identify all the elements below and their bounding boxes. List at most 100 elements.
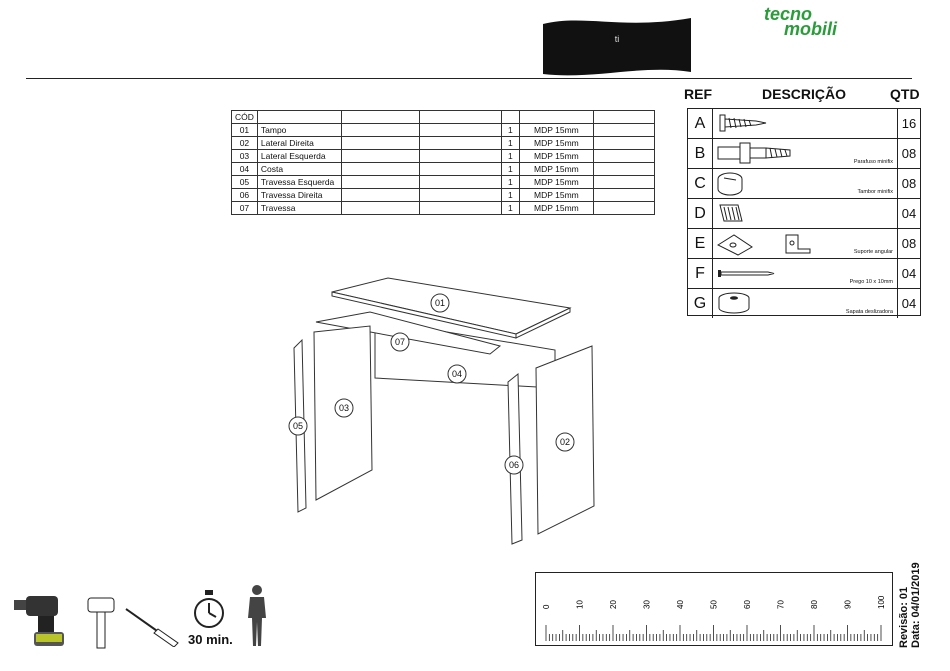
hammer-icon [87,597,115,649]
part-qty: 1 [500,201,520,215]
description-header: DESCRIÇÃO [762,86,847,102]
nail-icon [718,270,775,277]
table-row: 06 Travessa Direita 1 MDP 15mm [231,188,655,202]
dowel-icon [719,204,743,222]
part-code: 06 [231,188,258,202]
hardware-row: C Tambor minifix 08 [688,169,920,199]
ruler-label: 80 [810,600,819,609]
hardware-ref: F [688,259,713,288]
exploded-desk-diagram [293,277,595,545]
hardware-ref: A [688,109,713,138]
part-material: MDP 15mm [518,175,594,189]
part-material: MDP 15mm [518,123,594,137]
hardware-name: Tambor minifix [857,189,893,195]
part-name: Travessa Direita [256,188,342,202]
table-row: 02 Lateral Direita 1 MDP 15mm [231,136,655,150]
part-qty: 1 [500,175,520,189]
glide-foot-icon [718,292,750,314]
hardware-row: E Suporte angular 08 [688,229,920,259]
hardware-ref: E [688,229,713,258]
callout-05 [288,416,308,436]
part-code: 01 [231,123,258,137]
person-icon [248,585,266,646]
ruler-label: 0 [542,604,551,609]
part-name: Travessa [256,201,342,215]
parts-header-row: CÓD [231,110,655,124]
ruler-label: 90 [844,600,853,609]
table-row: 05 Travessa Esquerda 1 MDP 15mm [231,175,655,189]
callout-05-label: 05 [293,421,303,431]
screwdriver-icon [125,608,179,647]
part-material: MDP 15mm [518,149,594,163]
hardware-row: G Sapata deslizadora 04 [688,289,920,318]
callout-07 [390,332,410,352]
hardware-name: Prego 10 x 10mm [849,279,893,285]
hardware-qty: 04 [901,296,917,311]
callout-04-label: 04 [452,369,462,379]
hardware-row: A 16 [688,109,920,139]
code-header: CÓD [231,110,258,124]
drill-icon [14,596,64,646]
part-code: 07 [231,201,258,215]
ruler-label: 70 [777,600,786,609]
angle-bracket-icon [716,234,811,256]
hardware-ref: G [688,289,713,318]
callout-01 [430,293,450,313]
stopwatch-icon [194,590,224,628]
ruler-label: 40 [676,600,685,609]
table-row: 01 Tampo 1 MDP 15mm [231,123,655,137]
hardware-name: Parafuso minifix [853,159,893,165]
revision-text: Revisão: 01 [898,586,910,648]
banner-text: ti [614,34,620,44]
hardware-ref: B [688,139,713,168]
part-qty: 1 [500,188,520,202]
callout-02-label: 02 [560,437,570,447]
hardware-ref: C [688,169,713,198]
minifix-bolt-icon [717,142,791,164]
part-code: 05 [231,175,258,189]
callout-01-label: 01 [435,298,445,308]
hardware-row: B Parafuso minifix 08 [688,139,920,169]
hardware-name: Suporte angular [853,249,893,255]
hardware-table: A 16 B Parafuso minifix 08 C [687,108,921,318]
hardware-qty: 16 [901,116,917,131]
ruler-label: 60 [743,600,752,609]
ruler-label: 50 [710,600,719,609]
part-code: 02 [231,136,258,150]
table-row: 07 Travessa 1 MDP 15mm [231,201,655,215]
part-qty: 1 [500,162,520,176]
ruler-label: 100 [877,595,886,609]
table-row: 04 Costa 1 MDP 15mm [231,162,655,176]
hardware-ref: D [688,199,713,228]
part-code: 03 [231,149,258,163]
ruler-label: 10 [576,600,585,609]
screw-icon [719,114,767,132]
qty-header: QTD [890,86,920,102]
diagram-callouts: 01 02 03 04 05 06 07 [288,293,575,475]
header-rule [26,78,912,79]
callout-06-label: 06 [509,460,519,470]
part-code: 04 [231,162,258,176]
callout-04 [447,364,467,384]
part-name: Costa [256,162,342,176]
svg-text:mobili: mobili [784,19,838,38]
hardware-qty: 04 [901,206,917,221]
callout-02 [555,432,575,452]
part-name: Lateral Direita [256,136,342,150]
hardware-row: F Prego 10 x 10mm 04 [688,259,920,289]
part-qty: 1 [500,136,520,150]
callout-06 [504,455,524,475]
part-material: MDP 15mm [518,201,594,215]
part-material: MDP 15mm [518,136,594,150]
table-row: 03 Lateral Esquerda 1 MDP 15mm [231,149,655,163]
part-qty: 1 [500,123,520,137]
tecnomobili-logo: tecno mobili [762,4,874,39]
hardware-qty: 08 [901,236,917,251]
ruler-label: 30 [643,600,652,609]
callout-07-label: 07 [395,337,405,347]
hardware-row: D 04 [688,199,920,229]
part-material: MDP 15mm [518,188,594,202]
part-qty: 1 [500,149,520,163]
